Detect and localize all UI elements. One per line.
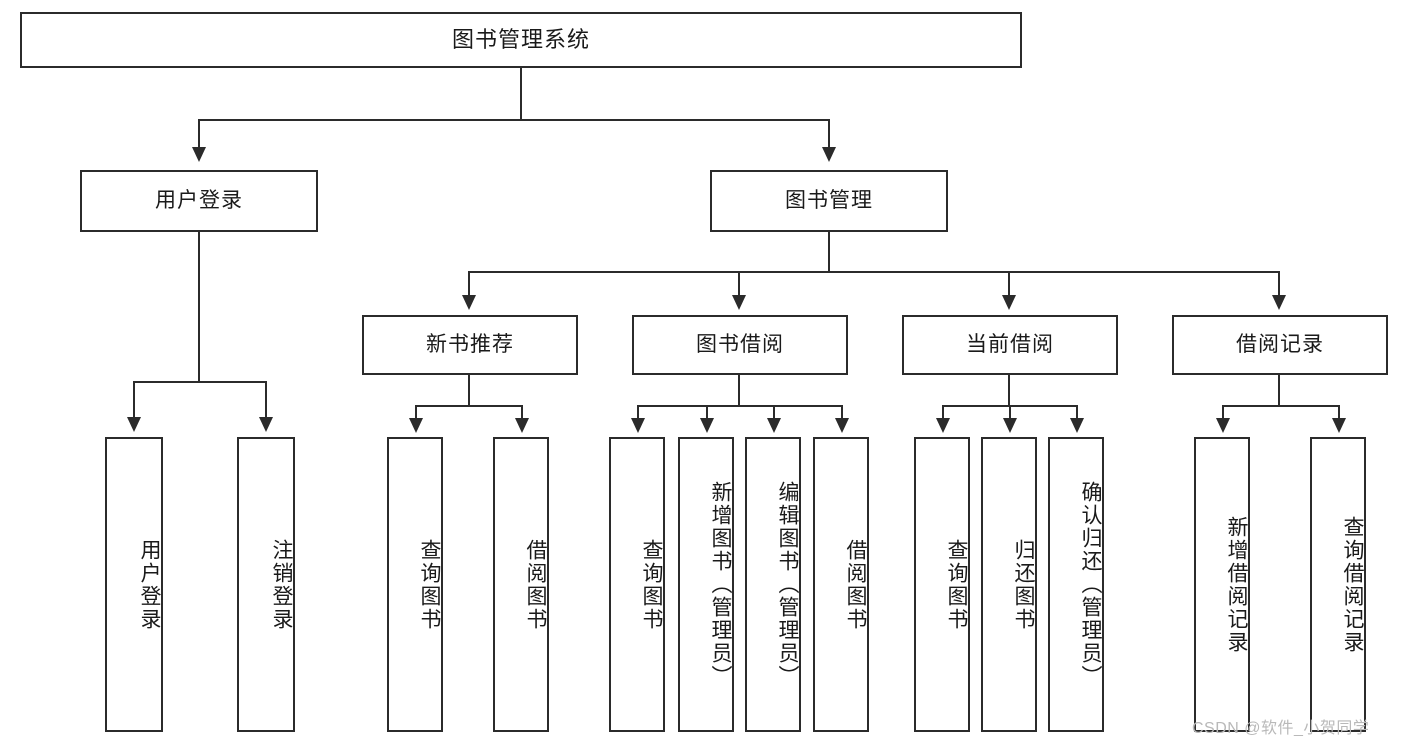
node-user-login[interactable]: 用户登录 [80, 170, 318, 232]
arrowhead-user-login-leaf-1 [259, 417, 273, 432]
connector-new-book-leaf-1 [521, 405, 523, 420]
leaf-current-borrow-0[interactable]: 查询图书 [914, 437, 970, 732]
node-label: 新增借阅记录 [1225, 515, 1248, 654]
node-root-book-management-system[interactable]: 图书管理系统 [20, 12, 1022, 68]
connector-level3-bus [468, 271, 1280, 273]
arrowhead-to-book-borrow [732, 295, 746, 310]
arrowhead-book-borrow-leaf-3 [835, 418, 849, 433]
node-label: 借阅记录 [1236, 333, 1324, 357]
connector-book-management-stem [828, 232, 830, 272]
node-label: 查询图书 [418, 538, 441, 631]
arrowhead-borrow-record-leaf-0 [1216, 418, 1230, 433]
leaf-new-book-recommend-0[interactable]: 查询图书 [387, 437, 443, 732]
connector-current-borrow-leaf-2 [1076, 405, 1078, 420]
connector-to-book-management [828, 119, 830, 149]
node-label: 当前借阅 [966, 333, 1054, 357]
node-label: 图书管理 [785, 189, 873, 213]
arrowhead-book-borrow-leaf-0 [631, 418, 645, 433]
connector-book-borrow-leaf-0 [637, 405, 639, 420]
connector-user-login-bus [133, 381, 265, 383]
arrowhead-current-borrow-leaf-2 [1070, 418, 1084, 433]
leaf-new-book-recommend-1[interactable]: 借阅图书 [493, 437, 549, 732]
node-current-borrow[interactable]: 当前借阅 [902, 315, 1118, 375]
node-label: 用户登录 [138, 538, 161, 631]
node-label: 查询图书 [640, 538, 663, 631]
node-label: 编辑图书（管理员） [776, 481, 799, 688]
connector-new-book-stem [468, 375, 470, 406]
connector-to-new-book-recommend [468, 271, 470, 297]
arrowhead-to-current-borrow [1002, 295, 1016, 310]
arrowhead-to-new-book-recommend [462, 295, 476, 310]
connector-to-user-login [198, 119, 200, 149]
connector-current-borrow-leaf-1 [1009, 405, 1011, 420]
leaf-borrow-record-0[interactable]: 新增借阅记录 [1194, 437, 1250, 732]
connector-to-current-borrow [1008, 271, 1010, 297]
connector-to-book-borrow [738, 271, 740, 297]
connector-to-borrow-record [1278, 271, 1280, 297]
leaf-current-borrow-2[interactable]: 确认归还（管理员） [1048, 437, 1104, 732]
arrowhead-borrow-record-leaf-1 [1332, 418, 1346, 433]
arrowhead-user-login-leaf-0 [127, 417, 141, 432]
node-label: 新增图书（管理员） [709, 481, 732, 688]
node-label: 新书推荐 [426, 333, 514, 357]
connector-book-borrow-leaf-2 [773, 405, 775, 420]
node-label: 查询图书 [945, 538, 968, 631]
connector-borrow-record-stem [1278, 375, 1280, 406]
arrowhead-to-user-login [192, 147, 206, 162]
leaf-borrow-record-1[interactable]: 查询借阅记录 [1310, 437, 1366, 732]
node-label: 借阅图书 [844, 538, 867, 631]
connector-book-borrow-leaf-1 [706, 405, 708, 420]
connector-borrow-record-bus [1222, 405, 1340, 407]
arrowhead-new-book-leaf-0 [409, 418, 423, 433]
node-label: 用户登录 [155, 189, 243, 213]
leaf-book-borrow-3[interactable]: 借阅图书 [813, 437, 869, 732]
arrowhead-to-book-management [822, 147, 836, 162]
connector-root-stem [520, 68, 522, 120]
node-borrow-record[interactable]: 借阅记录 [1172, 315, 1388, 375]
connector-book-borrow-stem [738, 375, 740, 406]
connector-borrow-record-leaf-0 [1222, 405, 1224, 420]
leaf-book-borrow-2[interactable]: 编辑图书（管理员） [745, 437, 801, 732]
arrowhead-to-borrow-record [1272, 295, 1286, 310]
arrowhead-book-borrow-leaf-1 [700, 418, 714, 433]
leaf-user-login-1[interactable]: 注销登录 [237, 437, 295, 732]
node-label: 图书借阅 [696, 333, 784, 357]
connector-level2-bus [198, 119, 830, 121]
node-new-book-recommend[interactable]: 新书推荐 [362, 315, 578, 375]
connector-user-login-leaf-0 [133, 381, 135, 419]
connector-current-borrow-leaf-0 [942, 405, 944, 420]
arrowhead-new-book-leaf-1 [515, 418, 529, 433]
connector-user-login-leaf-1 [265, 381, 267, 419]
connector-book-borrow-bus [637, 405, 843, 407]
node-label: 借阅图书 [524, 538, 547, 631]
node-label: 注销登录 [270, 538, 293, 631]
node-book-management[interactable]: 图书管理 [710, 170, 948, 232]
node-book-borrow[interactable]: 图书借阅 [632, 315, 848, 375]
arrowhead-current-borrow-leaf-0 [936, 418, 950, 433]
leaf-book-borrow-0[interactable]: 查询图书 [609, 437, 665, 732]
node-label: 归还图书 [1012, 538, 1035, 631]
connector-book-borrow-leaf-3 [841, 405, 843, 420]
leaf-book-borrow-1[interactable]: 新增图书（管理员） [678, 437, 734, 732]
node-label: 图书管理系统 [451, 26, 590, 52]
arrowhead-current-borrow-leaf-1 [1003, 418, 1017, 433]
node-label: 确认归还（管理员） [1079, 481, 1102, 688]
connector-new-book-bus [415, 405, 523, 407]
leaf-user-login-0[interactable]: 用户登录 [105, 437, 163, 732]
connector-user-login-stem [198, 232, 200, 382]
connector-new-book-leaf-0 [415, 405, 417, 420]
arrowhead-book-borrow-leaf-2 [767, 418, 781, 433]
connector-current-borrow-stem [1008, 375, 1010, 406]
connector-borrow-record-leaf-1 [1338, 405, 1340, 420]
leaf-current-borrow-1[interactable]: 归还图书 [981, 437, 1037, 732]
node-label: 查询借阅记录 [1341, 515, 1364, 654]
